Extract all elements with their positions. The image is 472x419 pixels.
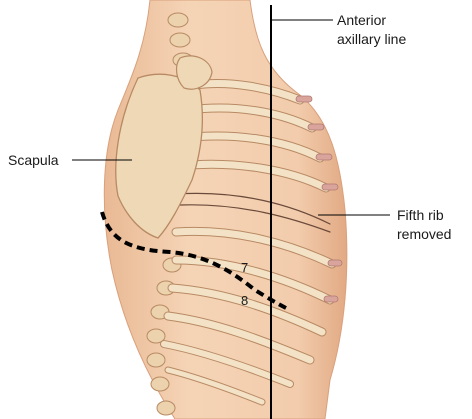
anterior-axillary-label-line1: Anterior <box>337 12 386 28</box>
rib-number-7: 7 <box>241 260 248 276</box>
anterior-axillary-label-line2: axillary line <box>337 31 406 47</box>
scapula-label: Scapula <box>8 152 59 168</box>
fifth-rib-removed-label-line2: removed <box>397 226 451 242</box>
fifth-rib-removed-label-line1: Fifth rib <box>397 207 444 223</box>
rib-number-8: 8 <box>241 293 248 309</box>
